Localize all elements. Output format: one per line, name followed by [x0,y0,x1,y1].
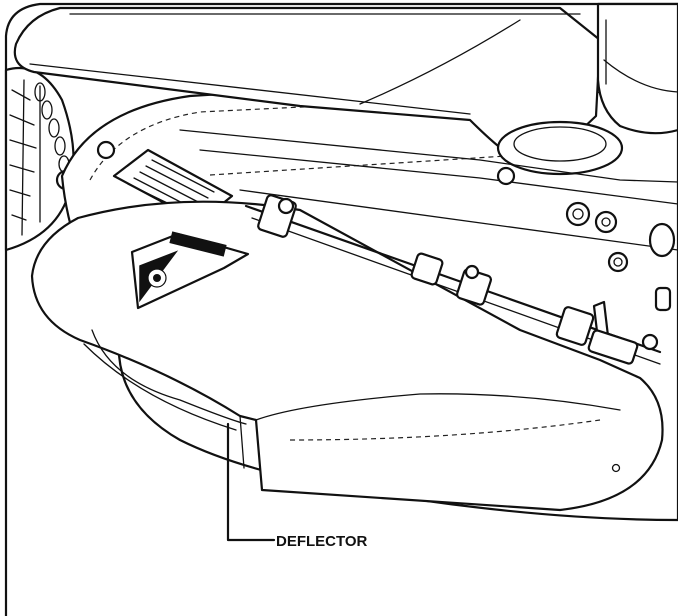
drive-pulley [496,120,624,176]
danger-decal [130,231,250,310]
deflector-callout-label: DEFLECTOR [276,533,368,550]
deck-bolts [96,140,676,312]
image-frame [4,2,678,616]
deflector-callout-leader [226,422,276,542]
deflector-hinge [244,194,662,365]
rear-tire [4,66,75,252]
engine-block [596,2,678,135]
belt-guard-plate [179,129,678,251]
